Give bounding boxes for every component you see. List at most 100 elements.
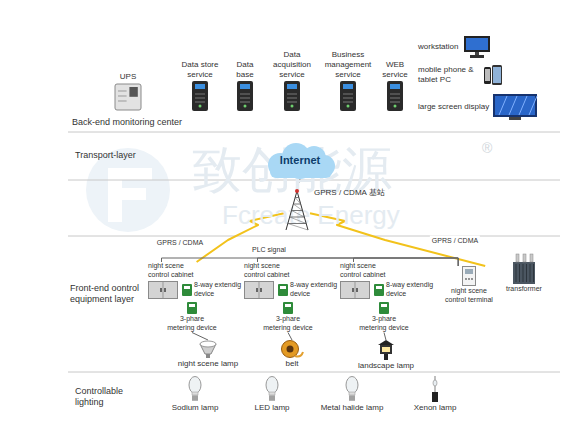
belt-core [287,346,294,353]
server-slot [195,98,205,99]
watermark-mark: ® [482,140,492,157]
tablet [492,65,502,85]
dev-node: 8-way extendig device [278,281,340,299]
watermark-logo-mark [108,168,152,222]
tower-brace [288,223,306,224]
bulb-icon [344,376,360,402]
bulb-base [349,395,355,401]
device-label [285,304,291,307]
xenon-capsule [433,380,437,386]
layer-divider [68,132,560,133]
tower-beacon [295,189,299,193]
spot-lamp-pins [206,354,210,358]
node-label: 8-way extendig device [386,281,436,299]
transformer-bushing [523,254,526,262]
transformer-bushing [530,254,533,262]
server-slot [287,98,297,99]
bulb-thread [349,397,355,398]
spot-node: night scene lamp [178,340,238,369]
cabinet-icon [148,281,178,299]
tower-brace [290,217,305,218]
server-body [237,81,253,111]
device-body [187,302,197,314]
wire [162,258,459,266]
server-slot [287,94,297,95]
bulb-thread [349,399,355,400]
dev-node: 8-way extendig device [374,281,436,299]
belt-icon [281,340,303,358]
monitor-screen [466,38,488,50]
bulb-neck [349,392,355,395]
spot-lamp-lens [200,341,216,347]
dev-node: 3-phare metering device [166,302,218,333]
tower-brace [293,204,302,211]
bulb-icon [264,376,280,402]
display-panel [495,96,535,115]
cabinet-door [163,282,164,298]
mobile-icon [484,64,502,86]
node-label: 3-phare metering device [262,315,314,333]
dev-icon [187,302,197,314]
cabinet-icon [340,281,370,299]
device-body [278,284,288,296]
landscape-body [380,345,392,354]
transformer-bushing [516,254,519,262]
landscape-post [384,354,388,360]
transformer-fin [529,264,530,282]
bulb-thread [192,399,198,400]
server-body [192,81,208,111]
cabinet-body [341,281,370,298]
terminal-screen [465,269,473,274]
mobile-node: mobile phone & tablet PC [418,64,502,86]
workstation-node: workstation [418,36,492,58]
node-label: Internet [280,154,320,168]
node-label: Xenon lamp [414,403,457,413]
ups-vent [118,101,127,102]
transformer-fin [526,264,527,282]
dev-node: 8-way extendig device [182,281,244,299]
server-led [291,105,294,108]
wire [384,333,386,341]
transformer-fin [533,264,534,282]
screen-icon [493,94,537,120]
node-label: workstation [418,42,458,52]
terminal-icon [462,266,476,286]
bulb-thread [269,397,275,398]
server-led [394,105,397,108]
bulb-node: Sodium lamp [172,376,219,413]
server-slot [343,94,353,95]
layer-divider [68,372,560,373]
ups-icon [114,83,142,111]
landscape-icon [377,340,395,360]
layer-label: Transport-layer [75,150,136,161]
network-cloud: Internet [258,143,342,179]
server-screen [390,84,400,89]
server-slot [240,102,250,103]
cabinet-icon [244,281,274,299]
tower-icon [284,188,310,230]
tower-node: GPRS / CDMA 基站 [284,188,310,230]
display-glare [529,96,537,115]
watermark-text: Fcreate Energy [222,200,400,231]
bulb-base [192,395,198,401]
ups-vent [118,96,127,97]
bulb-glass [189,377,201,394]
server-body [340,81,356,111]
watermark-logo [86,148,170,232]
node-label: mobile phone & tablet PC [418,65,480,85]
cabinet-node: night scene control cabinet [244,262,298,299]
dev-icon [182,284,192,296]
node-label: LED lamp [254,403,289,413]
display-glare [519,96,527,115]
layer-label: Front-end oontrol equipment layer [70,283,146,305]
bulb-glass [266,377,278,394]
cloud-base [270,165,332,178]
node-label: transformer [506,285,542,294]
landscape-node: landscape lamp [358,340,414,371]
device-label [184,286,190,289]
server-led [199,105,202,108]
terminal-key [465,278,467,280]
monitor [464,36,490,52]
server-node: Business management service [320,50,376,111]
